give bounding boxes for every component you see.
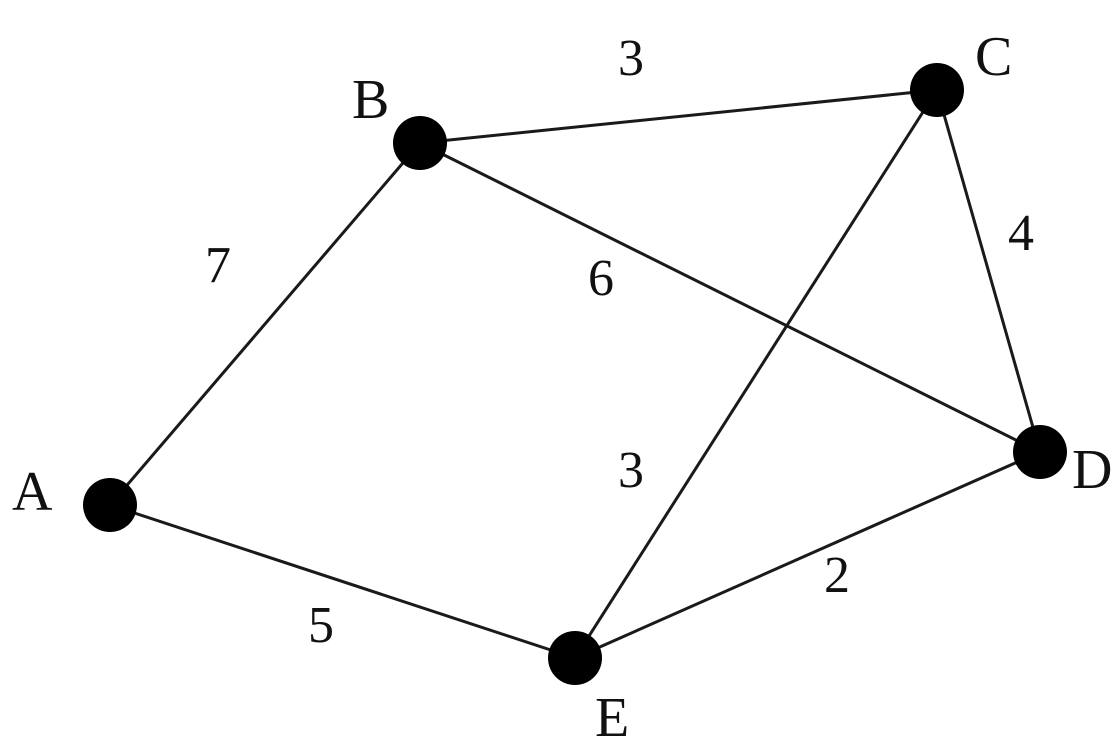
node-label-e: E <box>595 687 629 745</box>
edge-b-c <box>418 88 939 145</box>
edge-a-e <box>108 503 577 660</box>
node-label-d: D <box>1072 439 1112 501</box>
node-d <box>1013 425 1067 479</box>
edge-weight-b-d: 6 <box>588 250 614 307</box>
edge-weight-c-d: 4 <box>1008 205 1034 262</box>
edge-d-e <box>573 450 1042 660</box>
node-b <box>393 116 447 170</box>
node-label-c: C <box>975 26 1012 88</box>
node-label-b: B <box>352 69 389 131</box>
node-a <box>83 478 137 532</box>
node-e <box>548 631 602 685</box>
edge-weight-d-e: 2 <box>824 547 850 604</box>
edge-a-b <box>108 141 422 507</box>
edge-weight-c-e: 3 <box>618 442 644 499</box>
node-label-a: A <box>12 461 53 523</box>
edge-c-d <box>935 88 1042 454</box>
edge-weight-a-e: 5 <box>308 597 334 654</box>
edge-c-e <box>573 88 939 660</box>
edge-b-d <box>418 141 1042 454</box>
edge-weight-a-b: 7 <box>205 237 231 294</box>
edge-weight-b-c: 3 <box>618 30 644 87</box>
node-c <box>910 63 964 117</box>
